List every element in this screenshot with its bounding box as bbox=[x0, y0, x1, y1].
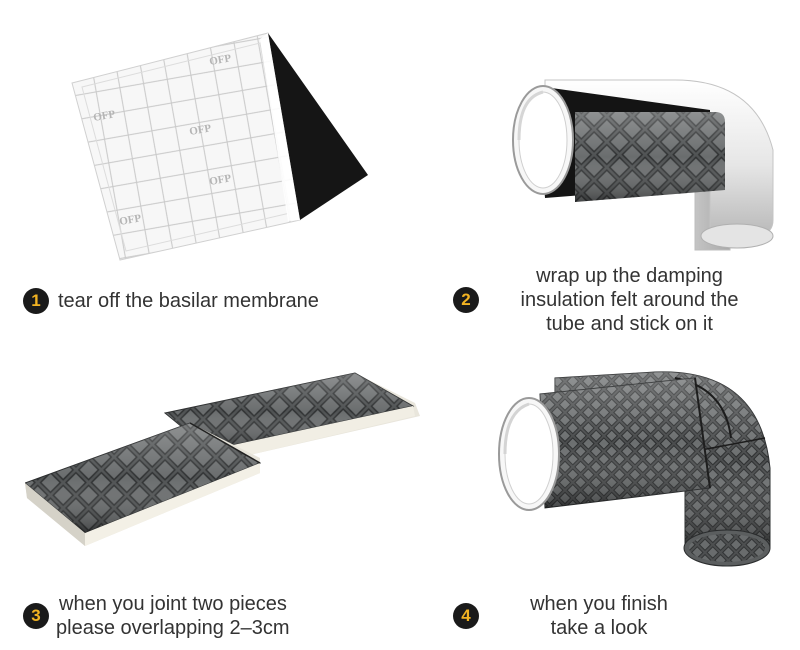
step-number-badge: 3 bbox=[23, 603, 49, 629]
illustration-wrap-pipe bbox=[505, 40, 790, 255]
caption-line: insulation felt around the bbox=[487, 288, 772, 312]
illustration-peel-liner: OFP OFP OFP OFP OFP bbox=[60, 25, 380, 270]
caption-line: wrap up the damping bbox=[487, 264, 772, 288]
illustration-finished-pipe bbox=[495, 358, 785, 573]
step-number-badge: 4 bbox=[453, 603, 479, 629]
step-caption: wrap up the damping insulation felt arou… bbox=[487, 264, 772, 336]
step-2: 2 wrap up the damping insulation felt ar… bbox=[453, 264, 772, 336]
step-4: 4 when you finish take a look bbox=[453, 592, 709, 640]
step-3: 3 when you joint two pieces please overl… bbox=[23, 592, 290, 640]
caption-line: when you finish bbox=[489, 592, 709, 616]
step-caption: tear off the basilar membrane bbox=[58, 289, 319, 313]
caption-line: please overlapping 2–3cm bbox=[56, 616, 290, 640]
caption-line: tube and stick on it bbox=[487, 312, 772, 336]
step-caption: when you joint two pieces please overlap… bbox=[56, 592, 290, 640]
step-1: 1 tear off the basilar membrane bbox=[23, 288, 319, 314]
caption-line: when you joint two pieces bbox=[56, 592, 290, 616]
step-number-badge: 2 bbox=[453, 287, 479, 313]
step-caption: when you finish take a look bbox=[489, 592, 709, 640]
step-number-badge: 1 bbox=[23, 288, 49, 314]
caption-line: take a look bbox=[489, 616, 709, 640]
caption-line: tear off the basilar membrane bbox=[58, 289, 319, 313]
illustration-overlap-pieces bbox=[25, 368, 420, 558]
